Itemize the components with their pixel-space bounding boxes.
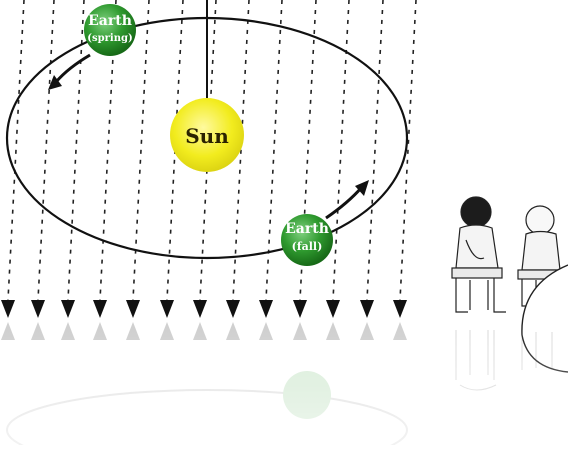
earth-fall: Earth (fall) (281, 214, 333, 266)
orbit-arrow-fall (325, 186, 364, 220)
ray-arrowheads (1, 300, 407, 318)
light-ray (399, 0, 417, 301)
seated-figure-2 (517, 205, 565, 307)
sun: Sun (170, 98, 244, 172)
light-ray (366, 0, 384, 301)
ray-arrowhead-icon (1, 300, 15, 318)
orbit-arrow-spring (54, 53, 91, 83)
ray-arrowhead-icon (259, 300, 273, 318)
earth-spring-circle (84, 4, 136, 56)
arrow-head-icon (355, 180, 369, 196)
ray-arrowhead-icon (31, 300, 45, 318)
ray-arrowhead-icon (293, 300, 307, 318)
sun-circle (170, 98, 244, 172)
earth-spring: Earth (spring) (84, 4, 136, 56)
ray-arrowhead-icon (61, 300, 75, 318)
light-ray (265, 0, 283, 301)
arrow-head-icon (48, 75, 62, 90)
ray-arrowhead-icon (93, 300, 107, 318)
light-ray (332, 0, 350, 301)
light-ray (232, 0, 250, 301)
earth-spring-season: (spring) (87, 33, 132, 44)
light-ray (67, 0, 85, 301)
seated-figure-1 (451, 196, 506, 313)
earth-spring-name: Earth (88, 13, 132, 29)
ray-arrowhead-icon (360, 300, 374, 318)
ray-arrowhead-icon (393, 300, 407, 318)
earth-fall-season: (fall) (292, 240, 323, 253)
earth-fall-name: Earth (285, 221, 329, 237)
reflection-fade (0, 330, 568, 445)
ray-arrowhead-icon (160, 300, 174, 318)
ray-arrowhead-icon (126, 300, 140, 318)
light-ray (37, 0, 55, 301)
sun-label: Sun (185, 124, 229, 148)
earth-fall-circle (281, 214, 333, 266)
orbit-ellipse (5, 16, 409, 260)
light-ray (7, 0, 25, 301)
light-ray (132, 0, 150, 301)
ray-arrowhead-icon (326, 300, 340, 318)
ray-arrowhead-icon (193, 300, 207, 318)
ray-arrowhead-icon (226, 300, 240, 318)
